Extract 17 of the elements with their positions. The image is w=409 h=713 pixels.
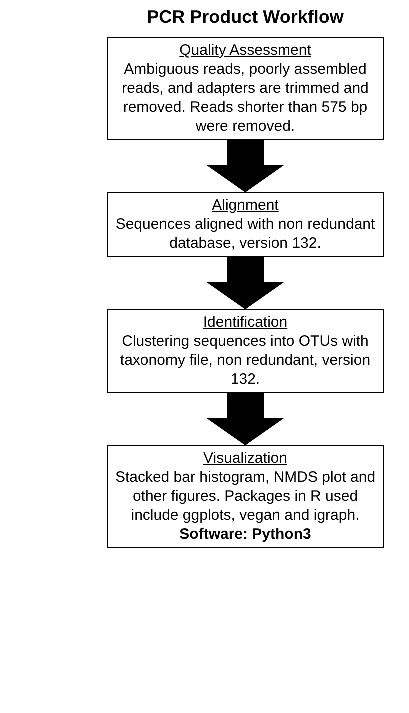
- step-description: Clustering sequences into OTUs with taxonomy file, non redundant, version 132.: [119, 332, 372, 389]
- block-arrow: [206, 392, 284, 446]
- step-description: Sequences aligned with non redundant database, version 132.: [114, 215, 376, 253]
- process-box: [107, 192, 384, 257]
- step-heading: Alignment: [211, 196, 280, 215]
- step-description: Stacked bar histogram, NMDS plot and other figures. Packages in R used include ggplots, vegan and igraph.: [114, 468, 377, 525]
- step-description: Ambiguous reads, poorly assembled reads, and adapters are trimmed and removed. Reads shorter than 575 bp were removed.: [121, 60, 370, 136]
- block-arrow: [206, 256, 284, 310]
- block-arrow: [206, 140, 284, 193]
- process-box: [107, 37, 384, 140]
- step-heading: Visualization: [202, 449, 288, 468]
- process-box: [107, 445, 384, 548]
- step-heading: Quality Assessment: [178, 41, 312, 60]
- software-note: Software: Python3: [178, 525, 312, 544]
- diagram-title: PCR Product Workflow: [146, 6, 345, 29]
- process-box: [107, 309, 384, 393]
- step-heading: Identification: [202, 313, 289, 332]
